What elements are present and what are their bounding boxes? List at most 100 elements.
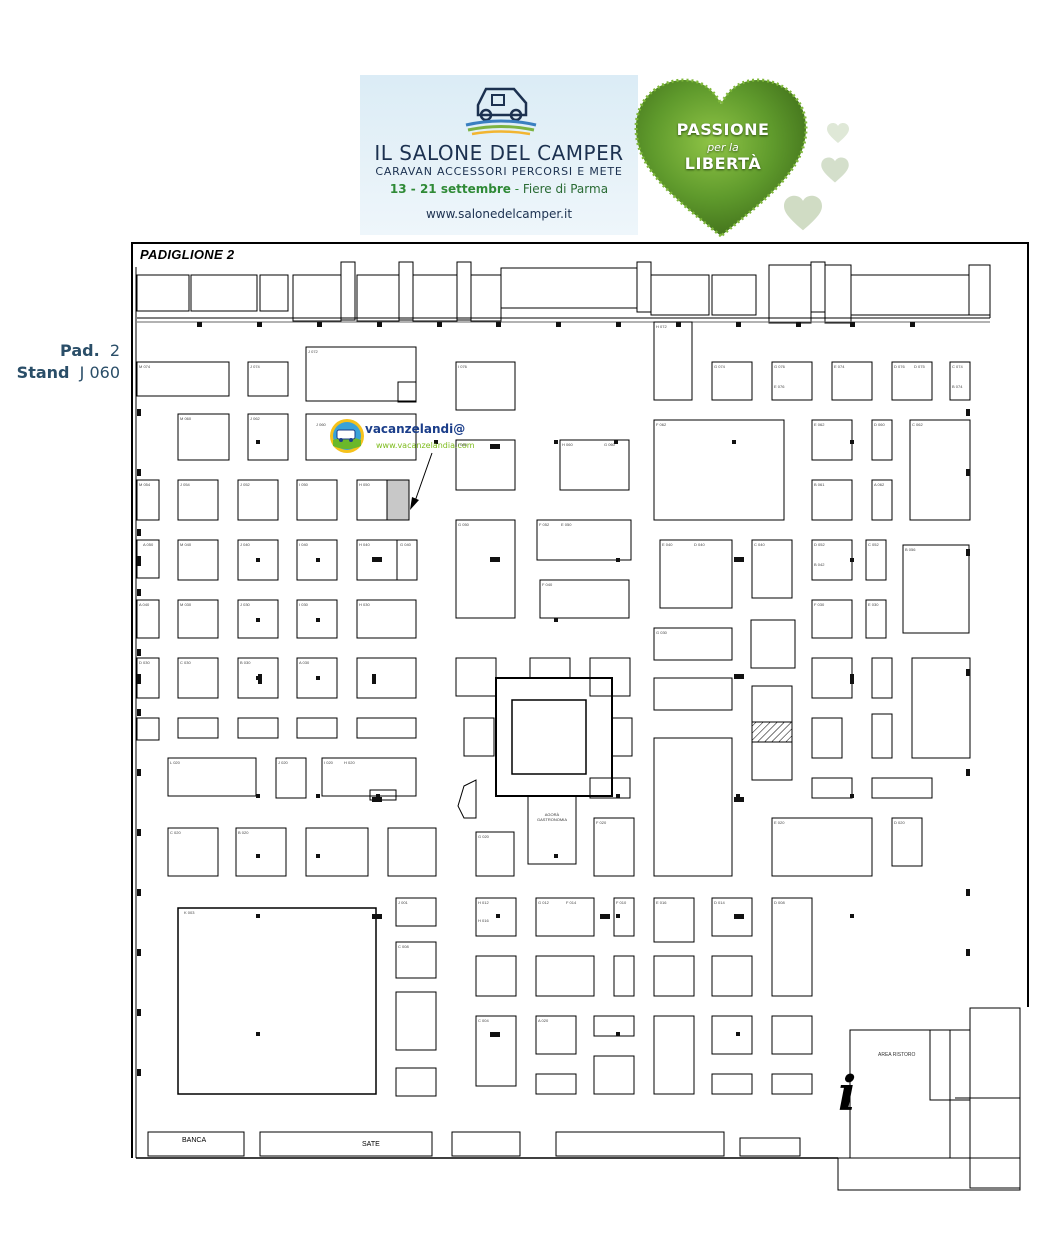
exhibitor-url[interactable]: www.vacanzelandia.com (376, 441, 475, 450)
stand-label: B 056 (905, 547, 916, 552)
stand-label: H 040 (359, 542, 370, 547)
stand-label: H 020 (344, 760, 355, 765)
stand-label: H 060 (562, 442, 573, 447)
stand-label: H 050 (359, 482, 370, 487)
stand-label: E 050 (561, 522, 572, 527)
stand-label: J 054 (180, 482, 190, 487)
stand-label: G 074 (714, 364, 725, 369)
stand-label: F 014 (566, 900, 577, 905)
stand-label: E 016 (656, 900, 667, 905)
small-heart-icon (827, 123, 849, 143)
stand-label: D 052 (814, 542, 825, 547)
stand-label: C 074 (952, 364, 963, 369)
stand-label: K 003 (184, 910, 195, 915)
camper-logo-icon (465, 87, 537, 136)
stand-label: G 050 (458, 522, 469, 527)
stand-label: J 052 (240, 482, 250, 487)
stand-reference-value: Stand J 060 (16, 363, 120, 382)
pad-reference: Pad. 2 (60, 341, 120, 360)
exhibitor-name: vacanzelandi@ (365, 422, 466, 436)
stand-label: G 012 (538, 900, 549, 905)
stand-label: D 014 (714, 900, 725, 905)
stand-label: A 030 (299, 660, 310, 665)
slogan-line-3: LIBERTÀ (684, 154, 762, 173)
stand-label: F 052 (539, 522, 550, 527)
stand-label: I 020 (324, 760, 333, 765)
stand-label: E 030 (868, 602, 879, 607)
stand-label: H 016 (478, 918, 489, 923)
stand-label: M 040 (180, 542, 192, 547)
stand-label: G 040 (400, 542, 411, 547)
banner-title: IL SALONE DEL CAMPER (374, 141, 624, 165)
stand-label: J 074 (250, 364, 260, 369)
stand-label: C 020 (170, 830, 181, 835)
stand-label: E 040 (662, 542, 673, 547)
bank-label: BANCA (182, 1137, 207, 1144)
stand-label: J 072 (308, 349, 318, 354)
sate-label: SATE (362, 1141, 380, 1148)
slogan: PASSIONE per la LIBERTÀ (652, 120, 794, 173)
stand-label: A 050 (143, 542, 154, 547)
exhibitor-logo-icon[interactable] (327, 416, 477, 458)
stand-label: A 020 (538, 1018, 549, 1023)
stand-label: C 004 (478, 1018, 489, 1023)
stand-label: C 030 (180, 660, 191, 665)
banner-url[interactable]: www.salonedelcamper.it (425, 207, 573, 221)
stand-label: B 074 (952, 384, 963, 389)
grass-heart-icon (634, 78, 808, 238)
slogan-line-2: per la (707, 141, 739, 154)
stand-label: B 061 (814, 482, 825, 487)
stand-label: H 030 (359, 602, 370, 607)
banner-subtitle: CARAVAN ACCESSORI PERCORSI E METE (375, 165, 623, 178)
stand-label: J 020 (278, 760, 288, 765)
stand-label: F 040 (542, 582, 553, 587)
stand-label: I 060 (458, 442, 467, 447)
stand-label: J 040 (240, 542, 250, 547)
small-heart-icon (821, 157, 849, 183)
stand-label: B 042 (814, 562, 825, 567)
stand-label: F 062 (656, 422, 667, 427)
stand-label: I 050 (299, 482, 308, 487)
stand-label: F 020 (596, 820, 607, 825)
stand-label: M 074 (139, 364, 151, 369)
agora-label: AGORÀ GASTRONOMIA (536, 812, 567, 822)
stand-label: D 060 (874, 422, 885, 427)
stand-label: D 040 (694, 542, 705, 547)
stand-reference: Pad. 2 Stand J 060 (10, 340, 120, 384)
stand-label: D 008 (774, 900, 785, 905)
stand-label: M 030 (180, 602, 192, 607)
info-point-icon[interactable]: i (838, 1066, 857, 1122)
stand-label: E 074 (834, 364, 845, 369)
event-banner: IL SALONE DEL CAMPER CARAVAN ACCESSORI P… (360, 75, 638, 235)
stand-label: J 001 (398, 900, 408, 905)
stand-label: I 076 (458, 364, 467, 369)
stand-label: I 040 (299, 542, 308, 547)
stand-label: H 012 (478, 900, 489, 905)
stand-label: J 060 (316, 422, 326, 427)
stand-label: C 008 (398, 944, 409, 949)
stand-label: G 030 (656, 630, 667, 635)
small-heart-icon (784, 195, 822, 231)
slogan-line-1: PASSIONE (676, 120, 770, 139)
stand-label: H 072 (656, 324, 667, 329)
stand-label: L 020 (170, 760, 180, 765)
stand-label: F 030 (814, 602, 825, 607)
stand-label: G 060 (604, 442, 615, 447)
stand-label: M 060 (180, 416, 192, 421)
stand-label: F 010 (616, 900, 627, 905)
stand-label: M 054 (139, 482, 151, 487)
stand-label: J 062 (250, 416, 260, 421)
stand-label: E 062 (814, 422, 825, 427)
stand-label: C 062 (912, 422, 923, 427)
stand-label: J 030 (240, 602, 250, 607)
stand-label: D 075 (914, 364, 925, 369)
restaurant-label: AREA RISTORO (878, 1052, 916, 1058)
stand-label: A 062 (874, 482, 885, 487)
stand-label: G 076 (774, 364, 785, 369)
stand-label: E 076 (774, 384, 785, 389)
stand-label: D 020 (894, 820, 905, 825)
stand-label: C 040 (754, 542, 765, 547)
stand-label: C 052 (868, 542, 879, 547)
stand-label: D 030 (139, 660, 150, 665)
